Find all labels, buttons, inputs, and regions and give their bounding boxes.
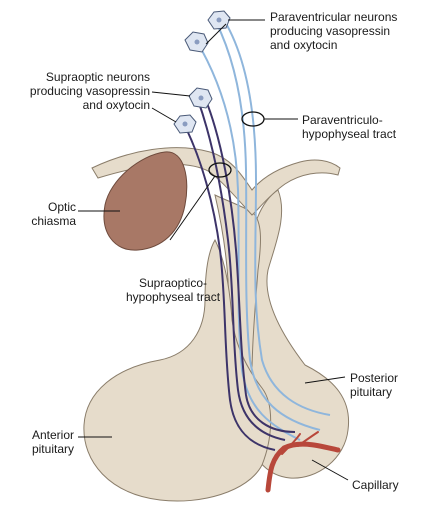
capillary-vessel [265,431,341,493]
supraoptico-tract-marker [208,162,232,178]
posterior-pituitary-label: Posterior pituitary [350,371,399,399]
supraoptico-tract-label: Supraoptico- hypophyseal tract [125,276,221,304]
leader-lines [78,19,349,481]
supraoptic-neuron-bottom [173,114,197,134]
supraoptic-neurons-label: Supraoptic neurons producing vasopressin… [29,70,150,112]
anterior-pituitary-label: Anterior pituitary [31,428,74,456]
paraventricular-neurons-label: Paraventricular neurons producing vasopr… [270,10,398,52]
paraventricular-neuron-top [207,10,231,30]
capillary-label: Capillary [352,478,399,492]
optic-chiasma-shape [103,151,188,251]
paraventriculo-hypophyseal-axons [195,19,331,441]
supraoptic-neuron-top [188,87,213,109]
paraventriculo-tract-label: Paraventriculo- hypophyseal tract [302,113,397,141]
optic-chiasma-label: Optic chiasma [31,200,76,228]
paraventricular-neuron-bottom [184,31,209,53]
